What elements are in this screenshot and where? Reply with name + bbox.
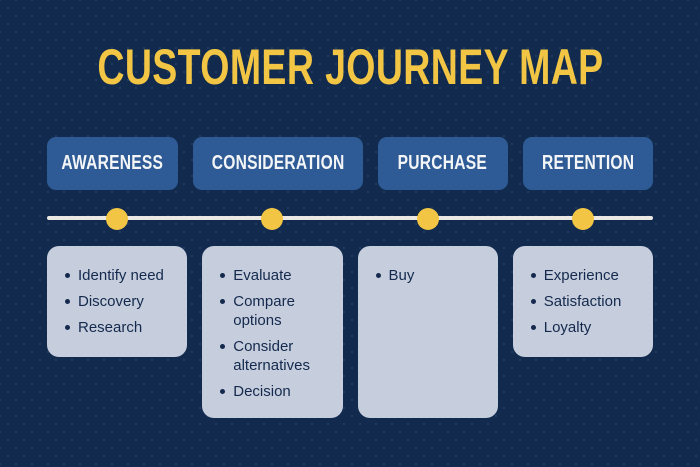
- stage-item: Consider alternatives: [218, 337, 336, 375]
- stage-item: Evaluate: [218, 266, 336, 285]
- page-title: CUSTOMER JOURNEY MAP: [0, 39, 700, 95]
- stage-item: Experience: [529, 266, 647, 285]
- stage-header-label: CONSIDERATION: [211, 152, 344, 174]
- stage-item: Loyalty: [529, 318, 647, 337]
- stage-item: Buy: [374, 266, 492, 285]
- stage-item: Identify need: [63, 266, 181, 285]
- timeline-markers: [47, 207, 653, 230]
- stage-header-awareness: AWARENESS: [47, 137, 178, 190]
- stage-item: Compare options: [218, 292, 336, 330]
- stage-header-retention: RETENTION: [522, 137, 653, 190]
- stage-header-label: AWARENESS: [61, 152, 164, 174]
- timeline-marker-cell: [513, 207, 653, 230]
- stage-header-row: AWARENESS CONSIDERATION PURCHASE RETENTION: [47, 137, 653, 190]
- timeline-marker-dot: [416, 207, 439, 230]
- stage-header-label: PURCHASE: [398, 152, 488, 174]
- stage-item: Research: [63, 318, 181, 337]
- stage-header-purchase: PURCHASE: [377, 137, 508, 190]
- stage-card-purchase: Buy: [357, 246, 498, 418]
- timeline-line: [47, 216, 653, 220]
- timeline-marker-cell: [358, 207, 498, 230]
- stage-item-list: Buy: [374, 266, 492, 285]
- stage-header-consideration: CONSIDERATION: [192, 137, 363, 190]
- stage-item: Discovery: [63, 292, 181, 311]
- timeline-marker-cell: [47, 207, 187, 230]
- stage-item: Satisfaction: [529, 292, 647, 311]
- stage-item: Decision: [218, 382, 336, 401]
- timeline-marker-cell: [202, 207, 342, 230]
- timeline-marker-dot: [571, 207, 594, 230]
- timeline-marker-dot: [106, 207, 129, 230]
- stage-header-label: RETENTION: [541, 152, 635, 174]
- timeline-marker-dot: [261, 207, 284, 230]
- page-title-text: CUSTOMER JOURNEY MAP: [96, 39, 604, 95]
